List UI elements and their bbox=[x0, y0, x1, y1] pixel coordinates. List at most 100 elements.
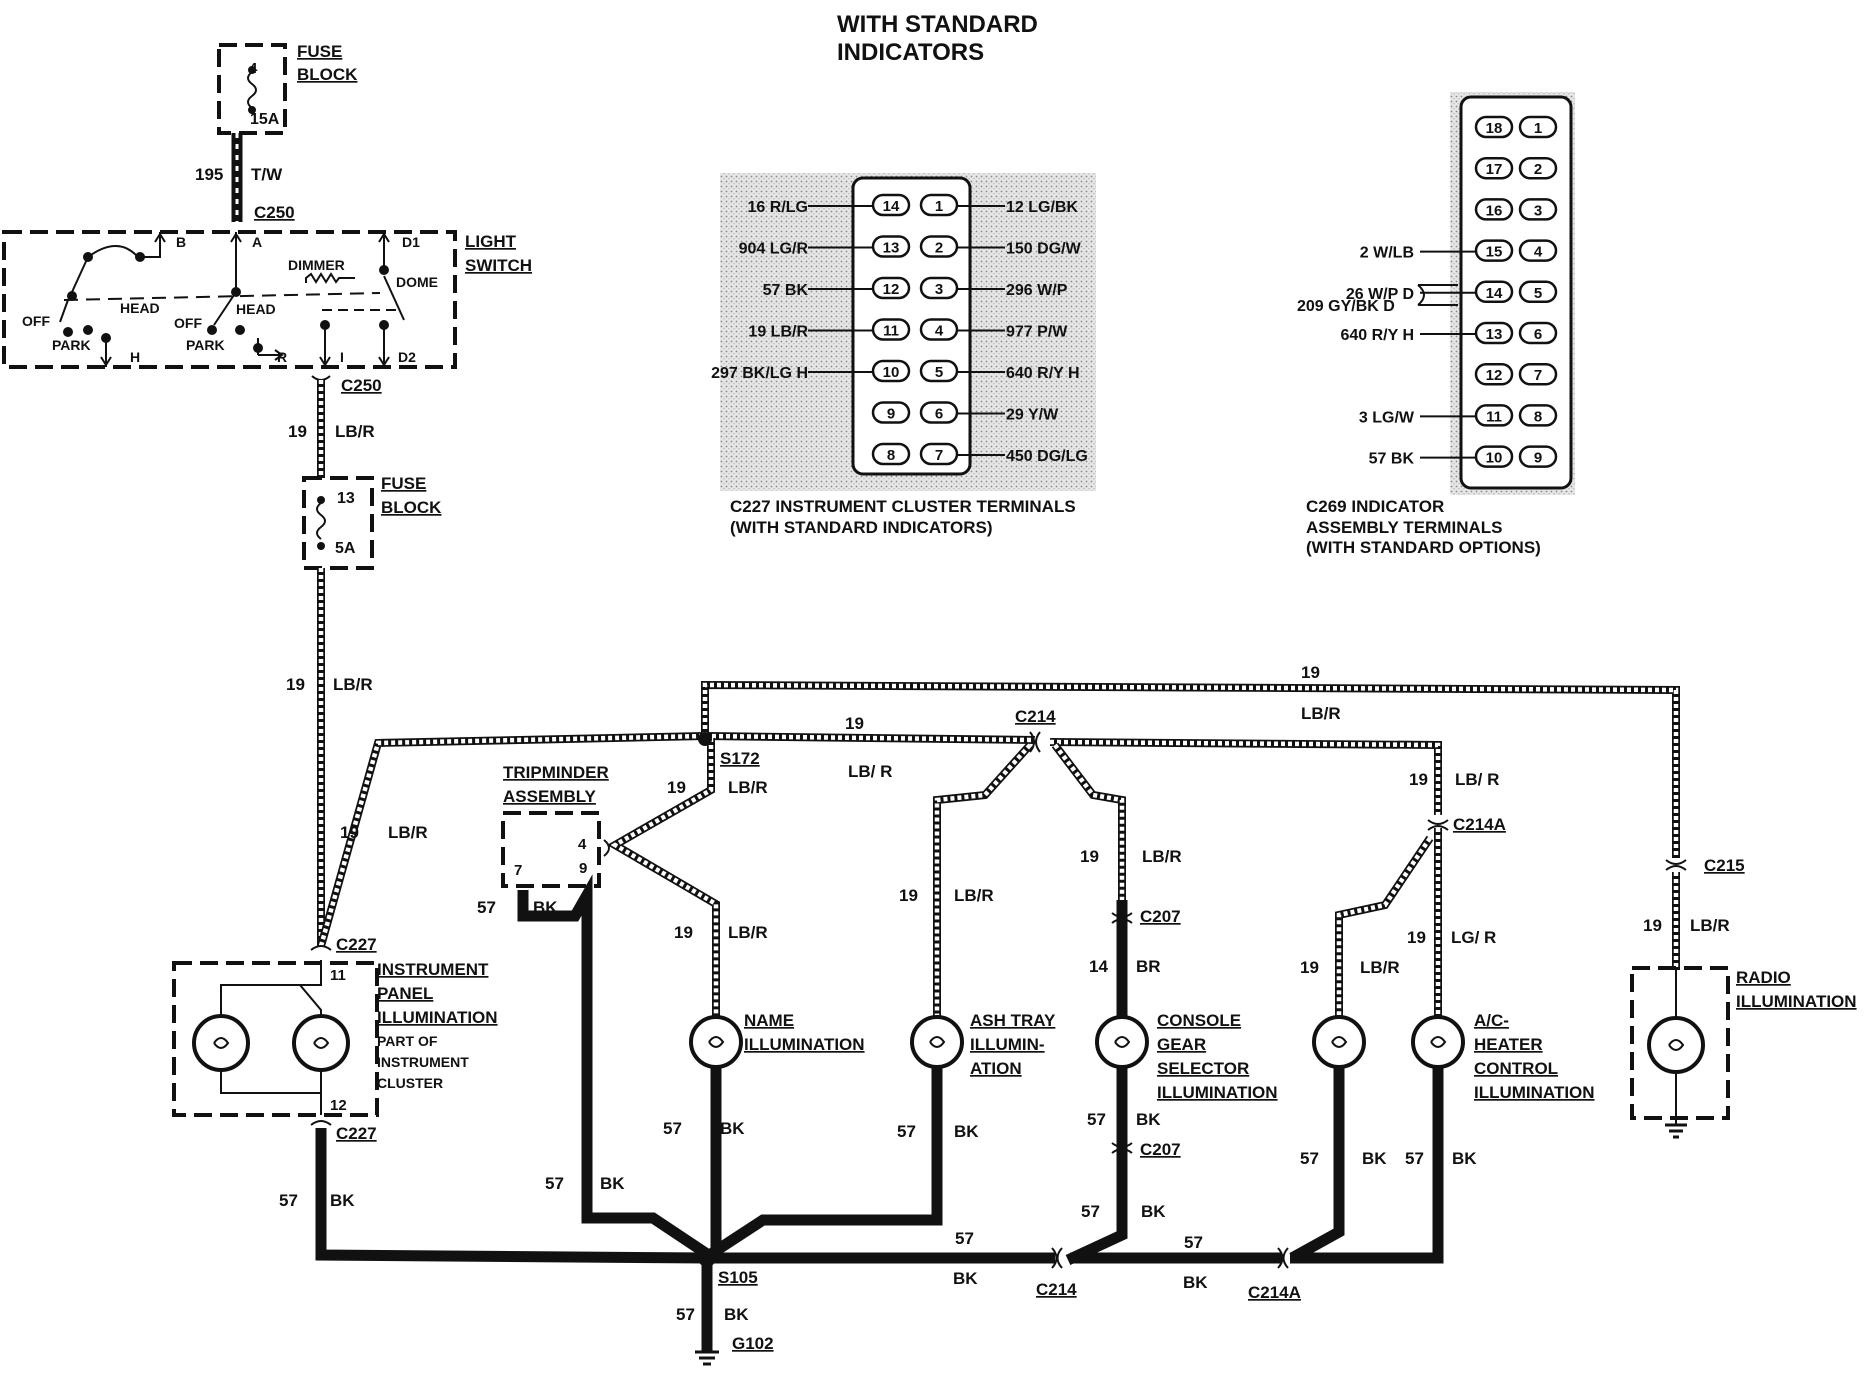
pin-number-right: 5 bbox=[935, 364, 943, 381]
wire-callout-left: 19 LB/R bbox=[748, 324, 808, 341]
wire-label: BK bbox=[1183, 1273, 1208, 1292]
pin-cavity bbox=[1518, 362, 1558, 386]
pin-number-left: 14 bbox=[1486, 285, 1503, 302]
pin-cavity bbox=[1518, 239, 1558, 262]
wire-label: 19 bbox=[899, 886, 918, 905]
ip-note-3: CLUSTER bbox=[377, 1075, 443, 1091]
pin-number-right: 4 bbox=[935, 323, 944, 340]
pin-9: 9 bbox=[579, 860, 587, 877]
pin-number-left: 8 bbox=[887, 447, 895, 464]
fuse-rating: 15A bbox=[250, 111, 280, 128]
wire-label: BK bbox=[954, 1122, 979, 1141]
ash-tray-illumination: ASH TRAY ILLUMIN- ATION bbox=[910, 1011, 1056, 1078]
wire-label: 57 bbox=[545, 1174, 564, 1193]
pin-cavity bbox=[1474, 362, 1514, 386]
wire-label: 19 bbox=[1409, 770, 1428, 789]
wire-color: T/W bbox=[251, 165, 283, 184]
fuse-number: 13 bbox=[337, 490, 355, 507]
connector-c214a-top: C214A bbox=[1453, 815, 1506, 834]
c269-terminal-row: 16 3 bbox=[1474, 198, 1558, 221]
wire-label: 19 bbox=[674, 923, 693, 942]
ip-label-3: ILLUMINATION bbox=[377, 1008, 498, 1027]
wire-callout-right: 150 DG/W bbox=[1006, 241, 1082, 258]
pin-number-right: 7 bbox=[1534, 367, 1542, 384]
wire-label: LB/R bbox=[728, 923, 768, 942]
pin-11: 11 bbox=[330, 967, 346, 984]
pin-cavity bbox=[1474, 198, 1514, 221]
terminal-d2: D2 bbox=[398, 349, 416, 365]
wire-callout: 57 BK bbox=[1369, 451, 1415, 468]
wire-number: 19 bbox=[288, 422, 307, 441]
pin-cavity bbox=[1474, 115, 1514, 139]
c269-extra-label: 209 GY/BK D bbox=[1297, 298, 1395, 315]
pin-number-right: 3 bbox=[1534, 202, 1542, 219]
ip-label: INSTRUMENT bbox=[377, 960, 489, 979]
wire-label: LB/R bbox=[333, 675, 373, 694]
pin-cavity bbox=[1518, 198, 1558, 221]
wire-label: 19 bbox=[1300, 958, 1319, 977]
pin-number-right: 6 bbox=[1534, 326, 1542, 343]
wire-label: LB/R bbox=[1360, 958, 1400, 977]
pin-number-left: 14 bbox=[883, 198, 900, 215]
pin-cavity bbox=[1518, 280, 1558, 304]
wire-label: 19 bbox=[667, 778, 686, 797]
pin-cavity bbox=[871, 401, 911, 424]
wire-label: 57 bbox=[897, 1122, 916, 1141]
connector-c207-bottom: C207 bbox=[1140, 1140, 1181, 1159]
c269-caption-2: ASSEMBLY TERMINALS bbox=[1306, 518, 1502, 537]
pin-number-right: 4 bbox=[1534, 244, 1543, 261]
lamp-label-2: ILLUMIN- bbox=[970, 1035, 1045, 1054]
wire-callout: 2 W/LB bbox=[1360, 245, 1414, 262]
light-switch-label: LIGHT bbox=[465, 232, 517, 251]
wire-label: 19 bbox=[286, 675, 305, 694]
wire-label: 57 bbox=[663, 1119, 682, 1138]
bk-ground-network bbox=[315, 874, 1444, 1352]
pin-number-left: 9 bbox=[887, 406, 895, 423]
pin-number-right: 3 bbox=[935, 281, 943, 298]
c269-terminal-row: 15 4 2 W/LB bbox=[1360, 239, 1558, 262]
wire-callout-right: 450 DG/LG bbox=[1006, 448, 1088, 465]
pin-cavity bbox=[1518, 445, 1558, 468]
fuse-block-label: FUSE bbox=[297, 42, 342, 61]
wire-label: 19 bbox=[1643, 916, 1662, 935]
label-off: OFF bbox=[22, 313, 50, 329]
pin-number-left: 16 bbox=[1486, 202, 1503, 219]
terminal-r: R bbox=[277, 349, 287, 365]
pin-number-left: 15 bbox=[1486, 244, 1503, 261]
fuse-rating: 5A bbox=[335, 540, 356, 557]
wire-label: BK bbox=[1362, 1149, 1387, 1168]
wire-label: BK bbox=[1136, 1110, 1161, 1129]
pin-cavity bbox=[1474, 156, 1514, 180]
fuse-number: 4 bbox=[249, 60, 258, 77]
pin-number-left: 12 bbox=[1486, 367, 1503, 384]
pin-number-right: 1 bbox=[1534, 120, 1542, 137]
pin-number-left: 13 bbox=[1486, 326, 1503, 343]
wire-label: 57 bbox=[955, 1229, 974, 1248]
instrument-panel-illumination: 11 12 INSTRUMENT PANEL ILLUMINATION PART… bbox=[172, 960, 498, 1117]
wire-label: LB/R bbox=[728, 778, 768, 797]
terminal-d1: D1 bbox=[402, 234, 420, 250]
wire-label: LB/R bbox=[1301, 704, 1341, 723]
wire-label: BK bbox=[953, 1269, 978, 1288]
wire-callout-left: 57 BK bbox=[763, 282, 809, 299]
ip-note-2: INSTRUMENT bbox=[377, 1054, 469, 1070]
wire-color: LB/R bbox=[335, 422, 375, 441]
pin-number-right: 6 bbox=[935, 406, 943, 423]
pin-number-right: 2 bbox=[935, 240, 943, 257]
ip-label-2: PANEL bbox=[377, 984, 433, 1003]
lamp-label-2: ILLUMINATION bbox=[744, 1035, 865, 1054]
pin-number-right: 2 bbox=[1534, 161, 1542, 178]
connector-c227-top: C227 bbox=[336, 935, 377, 954]
tripminder-assembly: TRIPMINDER ASSEMBLY 4 7 9 bbox=[501, 763, 610, 888]
wire-callout-right: 977 P/W bbox=[1006, 324, 1068, 341]
light-switch: LIGHT SWITCH bbox=[2, 230, 532, 369]
splice-s172 bbox=[698, 732, 712, 746]
pin-number-left: 18 bbox=[1486, 120, 1503, 137]
fuse-block-mid: 13 5A FUSE BLOCK bbox=[302, 474, 442, 570]
wire-label: BR bbox=[1136, 957, 1161, 976]
